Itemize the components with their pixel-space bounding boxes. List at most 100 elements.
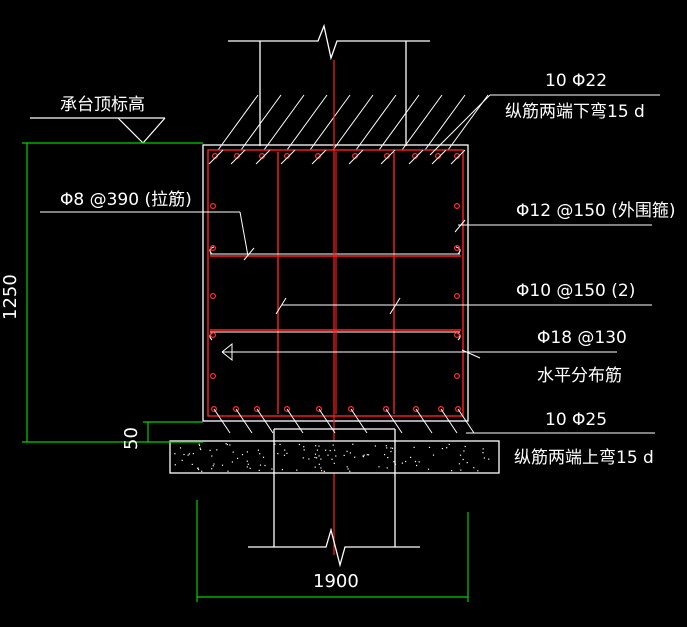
concrete-speck xyxy=(320,458,322,460)
concrete-speck xyxy=(349,470,351,472)
concrete-speck xyxy=(332,444,334,446)
width-dimension: 1900 xyxy=(313,571,359,592)
concrete-speck xyxy=(284,449,286,451)
concrete-speck xyxy=(231,461,233,463)
concrete-speck xyxy=(329,450,331,452)
concrete-speck xyxy=(413,446,415,448)
concrete-speck xyxy=(346,450,348,452)
concrete-speck xyxy=(321,470,323,472)
bottom-bars-label: 10 Φ25 xyxy=(545,410,607,430)
bottom-bars-note: 纵筋两端上弯15 d xyxy=(514,448,654,468)
height-dimension: 1250 xyxy=(0,274,21,320)
concrete-speck xyxy=(246,451,248,453)
bottom-rebar-dot xyxy=(233,406,240,413)
concrete-speck xyxy=(174,453,176,455)
concrete-speck xyxy=(199,447,201,449)
concrete-speck xyxy=(335,455,337,457)
concrete-speck xyxy=(241,454,244,456)
bar-tick xyxy=(454,219,466,233)
bar-tick xyxy=(311,149,327,165)
concrete-speck xyxy=(473,467,475,469)
concrete-speck xyxy=(303,449,305,451)
concrete-speck xyxy=(262,456,265,458)
side-rebar-dot xyxy=(210,245,217,252)
concrete-speck xyxy=(366,454,368,456)
tie-bars xyxy=(209,152,461,414)
concrete-speck xyxy=(343,454,345,456)
concrete-speck xyxy=(387,457,389,459)
bottom-rebar-dot xyxy=(211,406,218,413)
concrete-speck xyxy=(197,467,199,469)
concrete-speck xyxy=(192,453,194,455)
concrete-speck xyxy=(198,443,200,445)
hatch-line xyxy=(286,94,328,151)
concrete-speck xyxy=(200,448,202,451)
concrete-speck xyxy=(237,457,239,459)
bar-tick xyxy=(431,149,447,165)
blinding-layer xyxy=(169,440,500,474)
concrete-speck xyxy=(314,466,316,468)
concrete-speck xyxy=(211,455,213,457)
top-bars-label: 10 Φ22 xyxy=(545,71,607,91)
concrete-speck xyxy=(374,445,376,447)
concrete-speck xyxy=(179,447,182,449)
concrete-speck xyxy=(441,448,443,450)
concrete-speck xyxy=(482,448,484,450)
hatch-line xyxy=(401,94,443,151)
bottom-rebar-dot xyxy=(455,406,462,413)
concrete-speck xyxy=(259,453,261,455)
side-rebar-dot xyxy=(210,203,217,210)
concrete-speck xyxy=(446,447,448,449)
upper-column xyxy=(228,23,430,146)
concrete-speck xyxy=(227,470,229,472)
concrete-speck xyxy=(187,454,189,456)
concrete-speck xyxy=(296,469,298,471)
hatch-line xyxy=(309,94,351,151)
bar-tick xyxy=(235,408,253,434)
bar-tick xyxy=(348,149,364,165)
concrete-speck xyxy=(368,454,370,456)
concrete-speck xyxy=(188,453,190,455)
hatch-line xyxy=(332,94,374,151)
concrete-speck xyxy=(482,452,484,454)
concrete-speck xyxy=(362,456,365,458)
concrete-speck xyxy=(216,449,218,451)
concrete-speck xyxy=(213,463,215,465)
concrete-speck xyxy=(346,466,348,468)
concrete-speck xyxy=(320,467,322,469)
bar-tick xyxy=(213,408,231,434)
concrete-speck xyxy=(298,443,300,446)
concrete-speck xyxy=(390,447,392,449)
hatch-line xyxy=(355,94,397,151)
concrete-speck xyxy=(191,463,193,465)
concrete-speck xyxy=(477,470,479,472)
concrete-speck xyxy=(181,459,183,461)
concrete-speck xyxy=(462,458,464,461)
concrete-speck xyxy=(174,464,176,466)
concrete-speck xyxy=(414,460,417,463)
concrete-speck xyxy=(405,460,407,463)
concrete-speck xyxy=(451,470,453,472)
outer-stirrup-label: Φ12 @150 (外围箍) xyxy=(516,201,676,221)
bottom-rebar-dot xyxy=(383,406,390,413)
horizontal-bar-note: 水平分布筋 xyxy=(537,366,622,386)
concrete-speck xyxy=(232,451,234,453)
bar-tick xyxy=(408,149,424,165)
hatch-line xyxy=(240,94,282,151)
concrete-speck xyxy=(363,454,365,456)
concrete-speck xyxy=(315,445,317,447)
hatch-line xyxy=(378,94,420,151)
bottom-rebar-dot xyxy=(254,406,261,413)
concrete-speck xyxy=(183,453,185,456)
concrete-speck xyxy=(427,468,430,470)
concrete-speck xyxy=(401,462,403,464)
bar-tick xyxy=(450,149,466,165)
tie-bar-label: Φ8 @390 (拉筋) xyxy=(60,190,192,210)
concrete-speck xyxy=(483,457,485,459)
dimension-lines xyxy=(22,143,469,602)
concrete-speck xyxy=(316,457,318,459)
cover-dimension: 50 xyxy=(121,427,142,450)
side-rebar-dot xyxy=(454,373,461,380)
bottom-rebar-dot xyxy=(413,406,420,413)
